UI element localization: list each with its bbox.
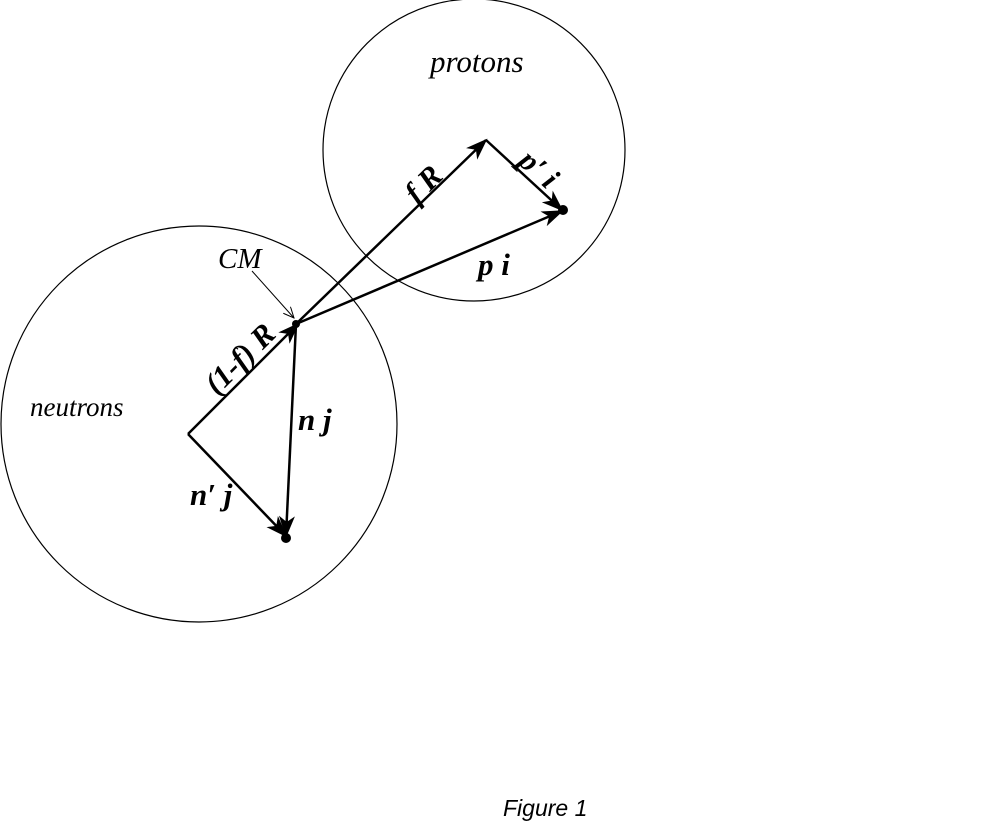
neutron-point bbox=[281, 533, 291, 543]
neutron-relative-label: n′ j bbox=[190, 477, 233, 512]
neutron-position-vector bbox=[278, 323, 298, 538]
neutron-offset-vector bbox=[187, 322, 300, 435]
proton-position-label: p i bbox=[475, 247, 510, 282]
proton-point bbox=[558, 205, 568, 215]
cm-point bbox=[292, 320, 300, 328]
neutron-offset-label: (1-f) R bbox=[197, 316, 282, 401]
neutrons-label: neutrons bbox=[30, 392, 124, 422]
neutrons-circle bbox=[0, 225, 398, 623]
proton-relative-vector bbox=[485, 139, 564, 212]
cm-label: CM bbox=[218, 243, 263, 275]
proton-position-vector bbox=[295, 209, 564, 326]
protons-label: protons bbox=[428, 44, 524, 79]
proton-offset-label: f R bbox=[397, 158, 449, 210]
cm-pointer-line bbox=[251, 270, 294, 318]
neutron-relative-vector bbox=[187, 433, 288, 538]
protons-circle bbox=[322, 0, 626, 302]
neutron-position-label: n j bbox=[298, 402, 332, 437]
proton-offset-vector bbox=[295, 138, 488, 325]
proton-relative-label: p′ i bbox=[510, 140, 566, 195]
figure-caption: Figure 1 bbox=[503, 795, 587, 821]
